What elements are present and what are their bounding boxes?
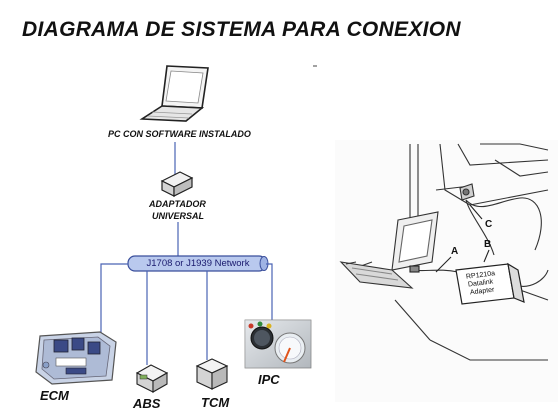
callout-c: C [485,219,493,230]
diagram-title: DIAGRAMA DE SISTEMA PARA CONEXION [22,18,461,41]
cab-connection-sketch [335,140,558,402]
adapter-label-line2: UNIVERSAL [152,211,205,221]
callout-a: A [451,246,459,257]
ipc-label: IPC [258,372,280,387]
ipc-cluster-photo [244,319,312,369]
pc-label: PC CON SOFTWARE INSTALADO [108,129,251,139]
adapter-icon [160,171,194,197]
laptop-icon [139,65,209,122]
ecm-label: ECM [40,388,69,403]
callout-b: B [484,239,492,250]
adapter-label-line1: ADAPTADOR [149,199,206,209]
network-label: J1708 or J1939 Network [146,258,250,269]
tcm-module-icon [195,358,229,390]
abs-module-icon [135,364,169,393]
tcm-label: TCM [201,395,230,410]
abs-label: ABS [133,396,161,411]
ecm-module-icon [35,331,117,385]
